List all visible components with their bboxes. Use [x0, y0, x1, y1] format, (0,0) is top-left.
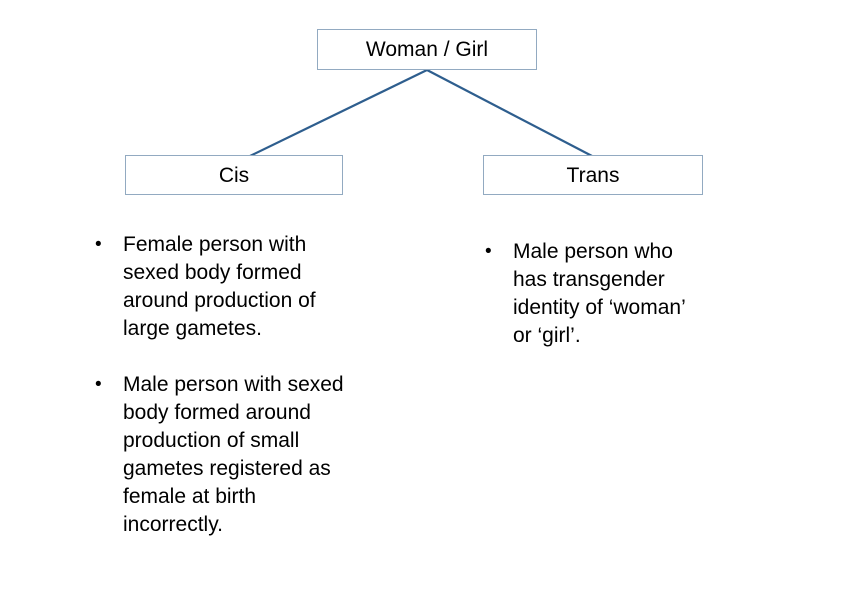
- cis-definition-list: • Female person with sexed body formed a…: [95, 231, 357, 539]
- node-trans: Trans: [483, 155, 703, 195]
- trans-definition-list: • Male person who has transgender identi…: [485, 238, 700, 350]
- list-item: • Male person with sexed body formed aro…: [95, 371, 355, 539]
- connector-root-to-cis: [249, 69, 428, 157]
- node-cis: Cis: [125, 155, 343, 195]
- connector-root-to-trans: [426, 69, 593, 157]
- cis-definition-2: Male person with sexed body formed aroun…: [123, 373, 344, 536]
- cis-definition-1: Female person with sexed body formed aro…: [123, 233, 316, 340]
- node-cis-label: Cis: [218, 163, 250, 187]
- node-trans-label: Trans: [566, 163, 620, 187]
- bullet-dot-icon: •: [95, 234, 102, 255]
- node-woman-girl-label: Woman / Girl: [365, 38, 489, 61]
- list-item: • Female person with sexed body formed a…: [95, 231, 355, 343]
- bullet-dot-icon: •: [95, 374, 102, 395]
- list-item: • Male person who has transgender identi…: [485, 238, 698, 350]
- node-woman-girl: Woman / Girl: [317, 29, 537, 70]
- trans-definition-1: Male person who has transgender identity…: [513, 240, 685, 347]
- bullet-dot-icon: •: [485, 241, 492, 262]
